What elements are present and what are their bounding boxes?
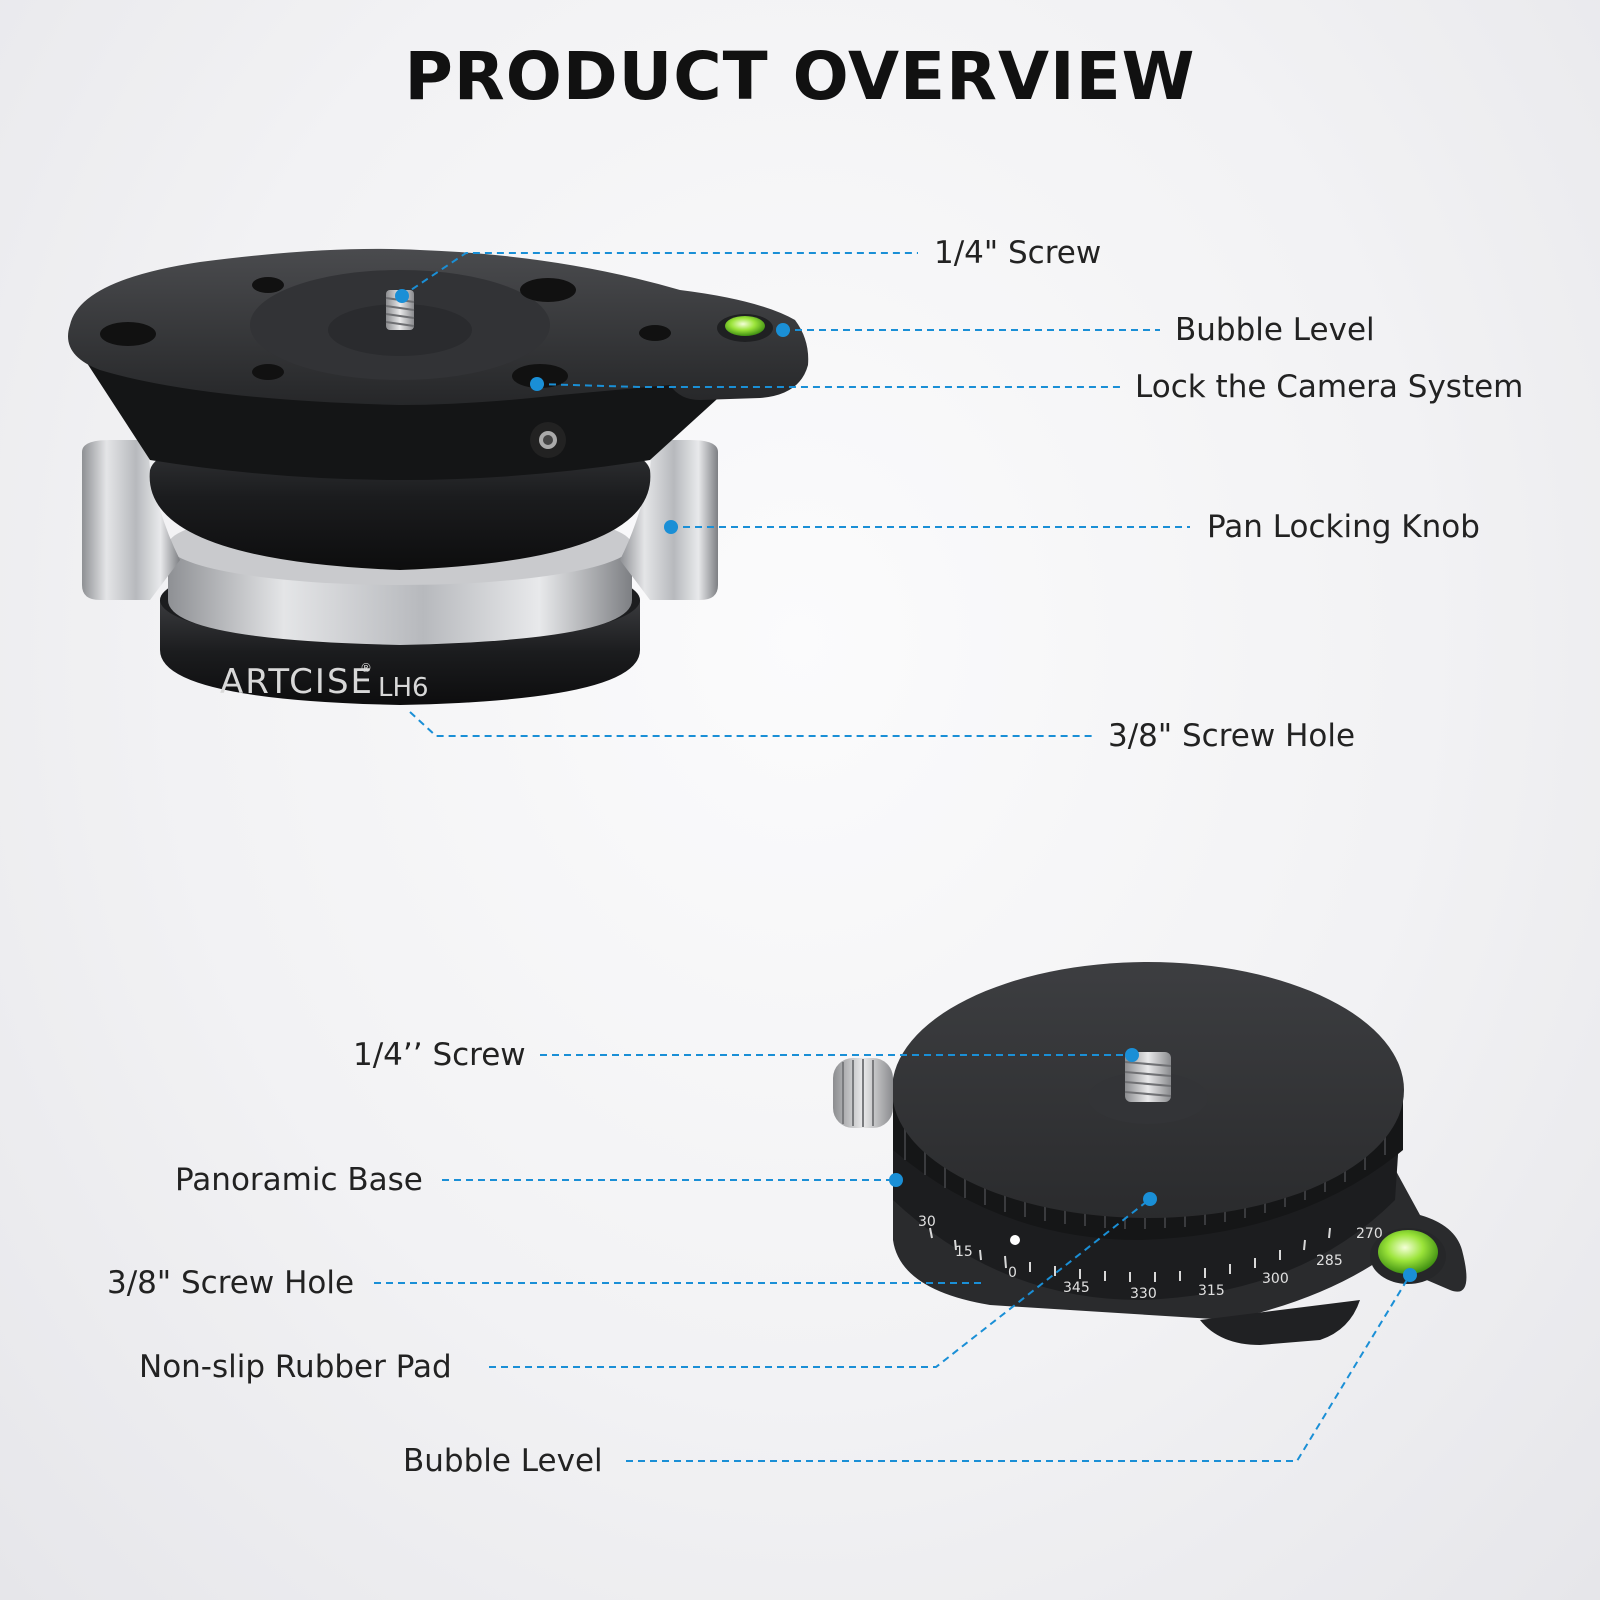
panoramic-base-product: 30 15 0 345 330 315 300 285 270 <box>833 962 1467 1345</box>
leader-top-lock <box>536 383 1124 388</box>
callout-bot-screw: 1/4’’ Screw <box>353 1037 526 1073</box>
callout-dots <box>395 289 1417 1282</box>
callout-top-pan-knob: Pan Locking Knob <box>1207 509 1480 545</box>
callout-top-lock-camera: Lock the Camera System <box>1135 369 1524 405</box>
callout-top-screw-hole: 3/8" Screw Hole <box>1108 718 1356 754</box>
svg-text:330: 330 <box>1130 1286 1157 1302</box>
svg-text:315: 315 <box>1198 1283 1225 1299</box>
svg-text:15: 15 <box>955 1244 973 1260</box>
dot-top-knob <box>664 520 678 534</box>
dot-bot-bubble <box>1403 1268 1417 1282</box>
dial-marks: 30 15 0 345 330 315 300 285 270 <box>918 1214 1383 1302</box>
callout-bot-screw-hole: 3/8" Screw Hole <box>107 1265 355 1301</box>
callout-top-bubble-level: Bubble Level <box>1175 312 1375 348</box>
svg-text:300: 300 <box>1262 1271 1289 1287</box>
dot-top-lock <box>530 377 544 391</box>
svg-text:345: 345 <box>1063 1280 1090 1296</box>
model-label: LH6 <box>378 673 429 703</box>
leader-top-hole <box>409 711 1092 737</box>
dot-bot-base <box>889 1173 903 1187</box>
callout-bot-rubber-pad: Non-slip Rubber Pad <box>139 1349 452 1385</box>
svg-text:30: 30 <box>918 1214 936 1230</box>
svg-text:270: 270 <box>1356 1226 1383 1242</box>
leveling-base-product: ARTCISE LH6 ® <box>68 248 809 705</box>
callout-top-screw: 1/4" Screw <box>934 235 1102 271</box>
callout-bot-panoramic-base: Panoramic Base <box>175 1162 423 1198</box>
callout-bot-bubble-level: Bubble Level <box>403 1443 603 1479</box>
leader-bot-bubble <box>626 1274 1411 1462</box>
leader-top-screw <box>401 252 918 297</box>
dot-bot-screw <box>1125 1048 1139 1062</box>
svg-text:285: 285 <box>1316 1253 1343 1269</box>
svg-text:0: 0 <box>1008 1265 1017 1281</box>
brand-logo: ARTCISE <box>220 662 374 702</box>
dot-top-bubble <box>776 323 790 337</box>
dot-top-screw <box>395 289 409 303</box>
dot-bot-pad <box>1143 1192 1157 1206</box>
leader-bot-pad <box>489 1198 1151 1368</box>
svg-text:®: ® <box>360 661 372 675</box>
page-title: PRODUCT OVERVIEW <box>404 38 1196 115</box>
